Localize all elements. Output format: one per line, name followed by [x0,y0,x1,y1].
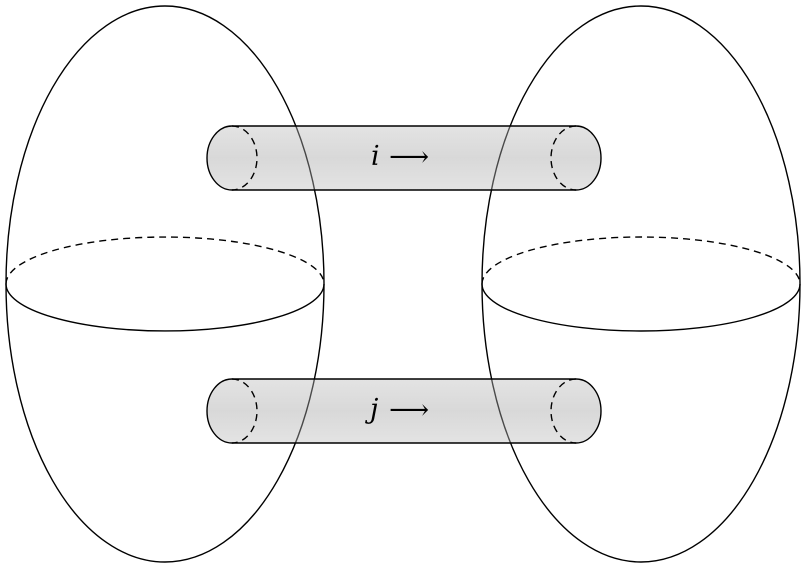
tube-j: j ⟶ [206,378,602,444]
right-sphere-body [481,5,801,563]
left-sphere-equator-front [5,283,325,332]
tube-i-body [207,126,601,190]
tube-j-right-cap-back [550,378,577,444]
tube-j-right-cap-front [575,378,602,444]
tube-i: i ⟶ [206,125,602,191]
left-sphere-equator-back [5,236,325,285]
tube-i-variable-label: i [371,141,380,172]
tube-j-left-cap-front [206,378,233,444]
right-sphere-equator-back [481,236,801,285]
tube-j-arrow: ⟶ [389,393,429,426]
tube-i-arrow: ⟶ [389,140,429,173]
tube-i-right-cap-back [550,125,577,191]
right-sphere-equator-front [481,283,801,332]
tube-j-body [207,379,601,443]
left-sphere-body [5,5,325,563]
tube-i-left-cap-back [231,125,258,191]
tube-j-left-cap-back [231,378,258,444]
tube-i-right-cap-front [575,125,602,191]
left-sphere [5,5,325,563]
tube-i-left-cap-front [206,125,233,191]
right-sphere [481,5,801,563]
